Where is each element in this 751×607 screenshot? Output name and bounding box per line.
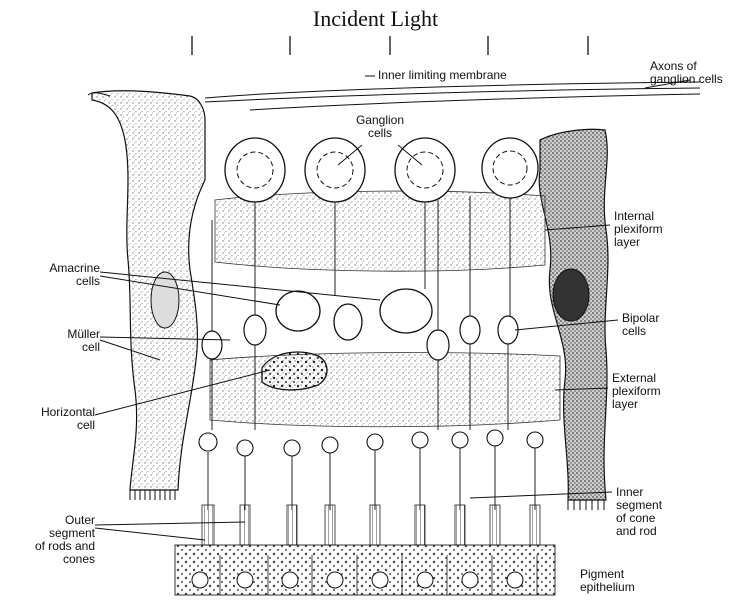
incident-light-ticks: [192, 36, 588, 55]
label-external-plexiform-layer: External plexiform layer: [612, 372, 697, 411]
bipolar-cell: [244, 315, 266, 345]
label-internal-plexiform-layer: Internal plexiform layer: [614, 210, 694, 249]
label-bipolar-cells: Bipolar cells: [622, 312, 702, 338]
label-muller-cell: Müller cell: [20, 328, 100, 354]
label-pigment-epithelium: Pigment epithelium: [580, 568, 670, 594]
ganglion-cell: [395, 138, 455, 202]
label-inner-segment: Inner segment of cone and rod: [616, 486, 696, 538]
bipolar-cell: [460, 316, 480, 344]
label-axons-of-ganglion-cells: Axons of ganglion cells: [650, 60, 745, 86]
label-outer-segment: Outer segment of rods and cones: [10, 514, 95, 566]
bipolar-cell: [202, 331, 222, 359]
label-inner-limiting-membrane: Inner limiting membrane: [378, 69, 507, 82]
label-amacrine-cells: Amacrine cells: [20, 262, 100, 288]
inner-segments: [208, 446, 535, 510]
leader-outer-1: [95, 522, 245, 525]
label-horizontal-cell: Horizontal cell: [10, 406, 95, 432]
amacrine-cell: [380, 289, 432, 333]
label-ganglion-cells: Ganglion cells: [340, 114, 420, 140]
ganglion-cell: [482, 138, 538, 198]
ganglion-cell: [225, 138, 285, 202]
muller-nucleus: [151, 272, 179, 328]
right-nucleus: [553, 269, 589, 321]
amacrine-cell: [276, 291, 320, 331]
internal-plexiform-band: [215, 191, 545, 271]
leader-outer-2: [95, 528, 205, 540]
ganglion-cell: [305, 138, 365, 202]
photoreceptor-nuclei: [199, 430, 543, 456]
outer-segments: [202, 505, 540, 545]
pigment-epithelium: [175, 545, 555, 595]
amacrine-cell: [334, 304, 362, 340]
bipolar-cell: [427, 330, 449, 360]
amacrine-cells: [276, 289, 432, 340]
